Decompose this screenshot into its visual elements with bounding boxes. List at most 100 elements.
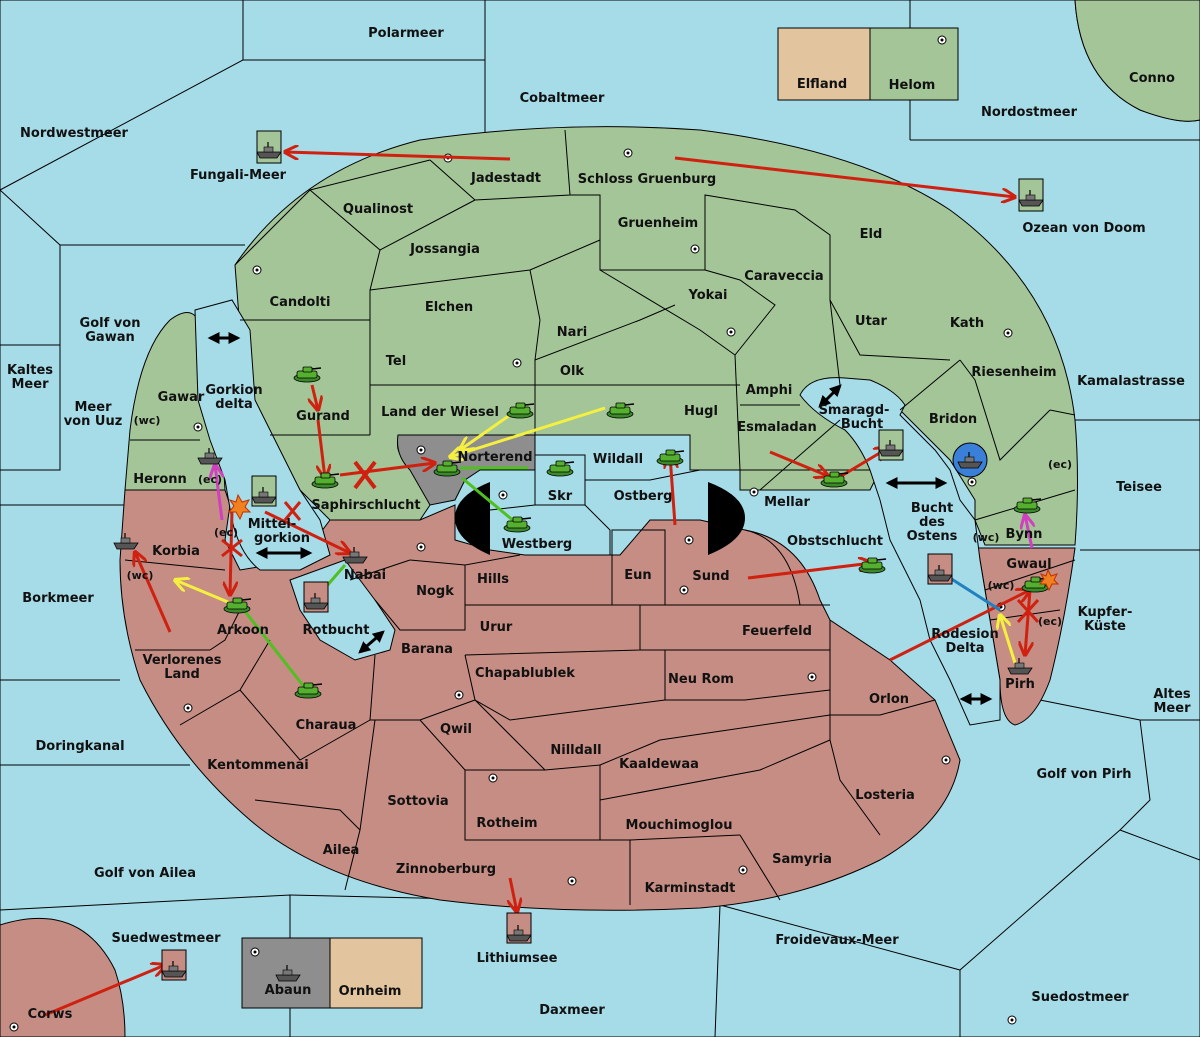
units — [113, 130, 1060, 982]
province-label: Saphirschlucht — [311, 498, 420, 513]
province-label: Land der Wiesel — [381, 405, 499, 420]
sea-label: Delta — [945, 641, 984, 656]
province-label: Verlorenes — [142, 653, 221, 668]
coast-label: (wc) — [988, 579, 1015, 592]
sea-label: Kamalastrasse — [1077, 374, 1185, 389]
coast-label: (wc) — [127, 569, 154, 582]
bucht-des-ostens-sea — [799, 377, 1001, 726]
province-label: Rotheim — [476, 816, 537, 831]
sea-label: Nordostmeer — [981, 105, 1078, 120]
province-label: Nilldall — [550, 743, 601, 758]
sea-label: Corws — [28, 1007, 73, 1022]
sea-label: Gorkion — [205, 383, 262, 398]
province-label: Ostberg — [614, 489, 673, 504]
coast-label: (ec) — [198, 473, 222, 486]
sea-label: Mittel- — [248, 517, 297, 532]
province-label: Heronn — [133, 472, 187, 487]
coast-labels: (wc) (ec) (ec) (wc) (wc) (ec) (wc) (ec) — [127, 414, 1072, 628]
province-label: Hills — [477, 572, 509, 587]
province-label: Riesenheim — [971, 365, 1056, 380]
green-province-labels: Jadestadt Schloss Gruenburg Qualinost Gr… — [133, 171, 1056, 542]
province-label: Land — [164, 667, 200, 682]
province-label: Feuerfeld — [742, 624, 812, 639]
sea-label: Nordwestmeer — [20, 126, 128, 141]
ornheim-box — [329, 937, 423, 1009]
elfland-box — [777, 27, 871, 101]
sea-label: Meer — [12, 377, 50, 392]
province-label: Schloss Gruenburg — [578, 172, 716, 187]
helom-territory — [234, 126, 1078, 546]
sea-label: Borkmeer — [22, 591, 94, 606]
province-label: Barana — [401, 642, 453, 657]
sea-label: Bucht — [841, 417, 883, 432]
province-label: Yokai — [687, 288, 727, 303]
province-label: Charaua — [296, 718, 357, 733]
sea-label: gorkion — [254, 531, 310, 546]
province-label: Hugl — [684, 404, 718, 419]
province-label: Caraveccia — [744, 269, 823, 284]
province-label: Losteria — [855, 788, 915, 803]
province-label: Gruenheim — [618, 216, 698, 231]
sea-label: Küste — [1084, 619, 1126, 634]
sea-label: Fungali-Meer — [190, 168, 287, 183]
sea-label: Meer — [75, 400, 113, 415]
province-label: Kath — [950, 316, 984, 331]
province-label: Neu Rom — [668, 672, 734, 687]
sea-label: Suedwestmeer — [111, 931, 221, 946]
province-label: Bridon — [929, 412, 977, 427]
sea-label: Doringkanal — [35, 739, 124, 754]
sea-label: Golf von Ailea — [94, 866, 196, 881]
sea-label: Bucht — [911, 501, 953, 516]
coast-label: (wc) — [134, 414, 161, 427]
province-label: Chapablublek — [475, 666, 575, 681]
province-label: Kaaldewaa — [619, 757, 699, 772]
province-label: Karminstadt — [645, 881, 736, 896]
coast-label: (ec) — [1038, 615, 1062, 628]
province-label: Bynn — [1006, 527, 1043, 542]
sea-label: Polarmeer — [368, 26, 444, 41]
sea-label: Smaragd- — [819, 403, 890, 418]
sea-label: Gawan — [85, 330, 134, 345]
province-label: Nogk — [416, 584, 454, 599]
province-label: Arkoon — [217, 623, 269, 638]
abaun-label: Abaun — [265, 983, 312, 998]
province-label: Qwil — [440, 722, 472, 737]
impassable-west — [455, 482, 490, 555]
sea-label: Cobaltmeer — [520, 91, 605, 106]
red-province-labels: Wildall Skr Ostberg Westberg Obstschluch… — [142, 452, 1051, 896]
province-label: Orlon — [869, 692, 909, 707]
province-label: Ailea — [323, 843, 360, 858]
sea-label: Altes — [1153, 687, 1191, 702]
province-label: Esmaladan — [737, 420, 817, 435]
sea-label: delta — [215, 397, 253, 412]
sea-label: Kaltes — [7, 363, 53, 378]
ornheim-label: Ornheim — [339, 984, 402, 999]
sea-label: Teisee — [1116, 480, 1162, 495]
province-label: Tel — [386, 354, 406, 369]
elfland-label: Elfland — [797, 77, 847, 92]
sea-label: Rotbucht — [303, 623, 370, 638]
province-label: Candolti — [270, 295, 331, 310]
sea-label: Meer — [1154, 701, 1192, 716]
helom-label: Helom — [889, 78, 936, 93]
province-label: Westberg — [502, 537, 572, 552]
province-label: Gurand — [296, 409, 350, 424]
province-label: Qualinost — [343, 202, 413, 217]
province-label: Gawar — [158, 390, 205, 405]
sea-label: des — [919, 515, 945, 530]
province-label: Korbia — [152, 544, 200, 559]
coast-label: (ec) — [214, 526, 238, 539]
province-label: Wildall — [593, 452, 643, 467]
province-label: Kentommenai — [207, 758, 308, 773]
province-label: Eld — [860, 227, 883, 242]
province-label: Obstschlucht — [787, 534, 883, 549]
sea-label: Golf von — [80, 316, 141, 331]
province-label: Mouchimoglou — [626, 818, 733, 833]
province-label: Zinnoberburg — [396, 862, 496, 877]
impassable-east — [708, 482, 745, 555]
province-label: Nari — [557, 325, 588, 340]
sea-label: Ozean von Doom — [1022, 221, 1145, 236]
province-label: Utar — [855, 314, 888, 329]
